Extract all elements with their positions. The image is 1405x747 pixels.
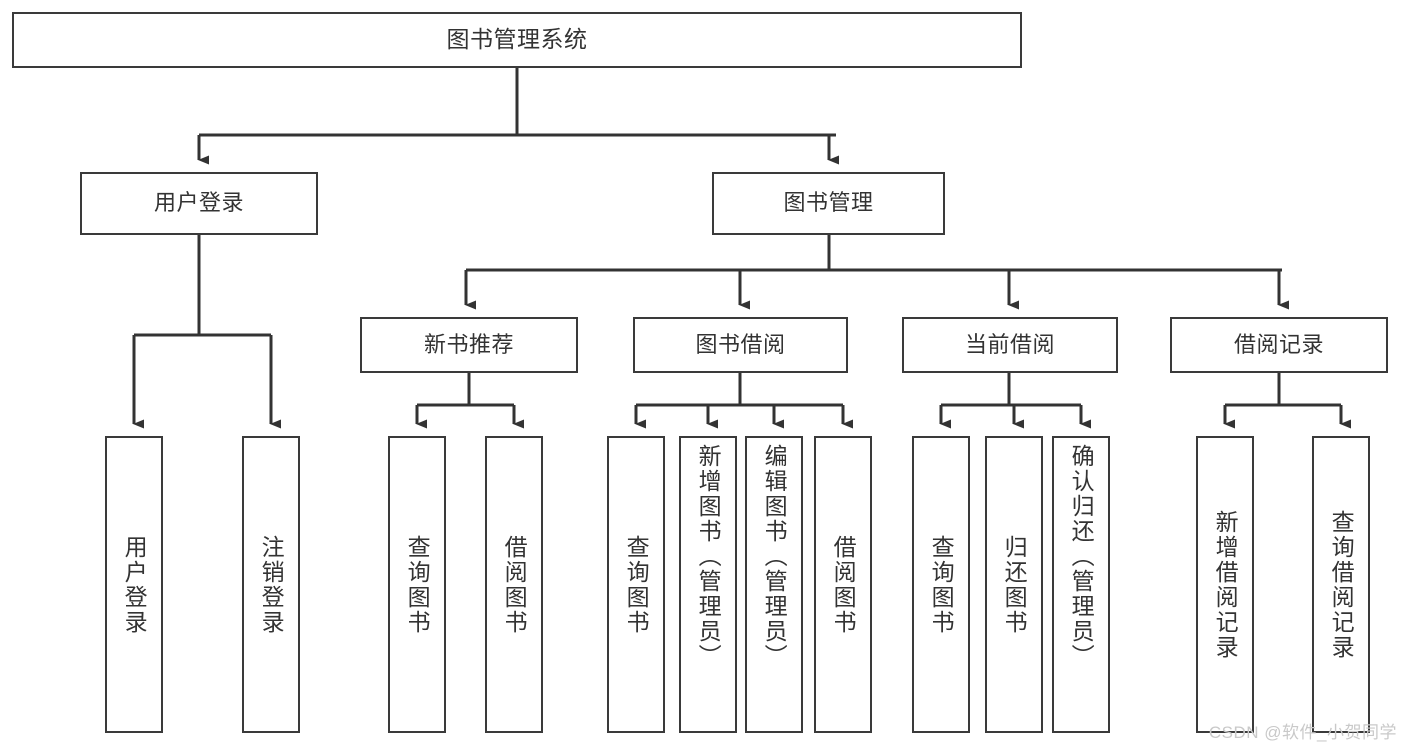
node-label: 借阅记录 (1233, 331, 1324, 357)
node-label: 编辑图书（管理员） (761, 444, 788, 669)
node-leaf-confirm-return-admin[interactable]: 确认归还（管理员） (1052, 436, 1110, 733)
node-user-login[interactable]: 用户登录 (80, 172, 318, 235)
node-label: 当前借阅 (964, 331, 1055, 357)
node-label: 注销登录 (258, 534, 285, 635)
node-leaf-add-borrow-record[interactable]: 新增借阅记录 (1196, 436, 1254, 733)
csdn-watermark: CSDN @软件_小贺同学 (1208, 723, 1397, 742)
node-leaf-query-book-recommend[interactable]: 查询图书 (388, 436, 446, 733)
node-label: 借阅图书 (501, 534, 528, 635)
node-label: 确认归还（管理员） (1068, 444, 1095, 669)
node-leaf-user-login[interactable]: 用户登录 (105, 436, 163, 733)
node-leaf-borrow-book[interactable]: 借阅图书 (814, 436, 872, 733)
node-label: 新书推荐 (423, 331, 514, 357)
node-new-book-recommend[interactable]: 新书推荐 (360, 317, 578, 373)
node-label: 用户登录 (153, 190, 244, 216)
node-label: 查询图书 (928, 534, 955, 635)
node-label: 图书管理 (783, 190, 874, 216)
node-label: 图书借阅 (695, 331, 786, 357)
node-label: 查询图书 (623, 534, 650, 635)
node-label: 新增图书（管理员） (695, 444, 722, 669)
node-root-system[interactable]: 图书管理系统 (12, 12, 1022, 68)
node-leaf-query-book-borrow[interactable]: 查询图书 (607, 436, 665, 733)
node-label: 用户登录 (121, 534, 148, 635)
node-book-manage[interactable]: 图书管理 (712, 172, 945, 235)
node-label: 借阅图书 (830, 534, 857, 635)
node-leaf-logout-login[interactable]: 注销登录 (242, 436, 300, 733)
node-borrow-record[interactable]: 借阅记录 (1170, 317, 1388, 373)
node-leaf-return-book[interactable]: 归还图书 (985, 436, 1043, 733)
node-leaf-query-book-current[interactable]: 查询图书 (912, 436, 970, 733)
node-leaf-query-borrow-record[interactable]: 查询借阅记录 (1312, 436, 1370, 733)
node-book-borrow[interactable]: 图书借阅 (633, 317, 848, 373)
node-leaf-add-book-admin[interactable]: 新增图书（管理员） (679, 436, 737, 733)
node-label: 新增借阅记录 (1212, 509, 1239, 660)
node-label: 查询借阅记录 (1328, 509, 1355, 660)
node-label: 查询图书 (404, 534, 431, 635)
node-label: 图书管理系统 (446, 26, 588, 53)
node-label: 归还图书 (1001, 534, 1028, 635)
node-current-borrow[interactable]: 当前借阅 (902, 317, 1118, 373)
node-leaf-borrow-book-recommend[interactable]: 借阅图书 (485, 436, 543, 733)
node-leaf-edit-book-admin[interactable]: 编辑图书（管理员） (745, 436, 803, 733)
